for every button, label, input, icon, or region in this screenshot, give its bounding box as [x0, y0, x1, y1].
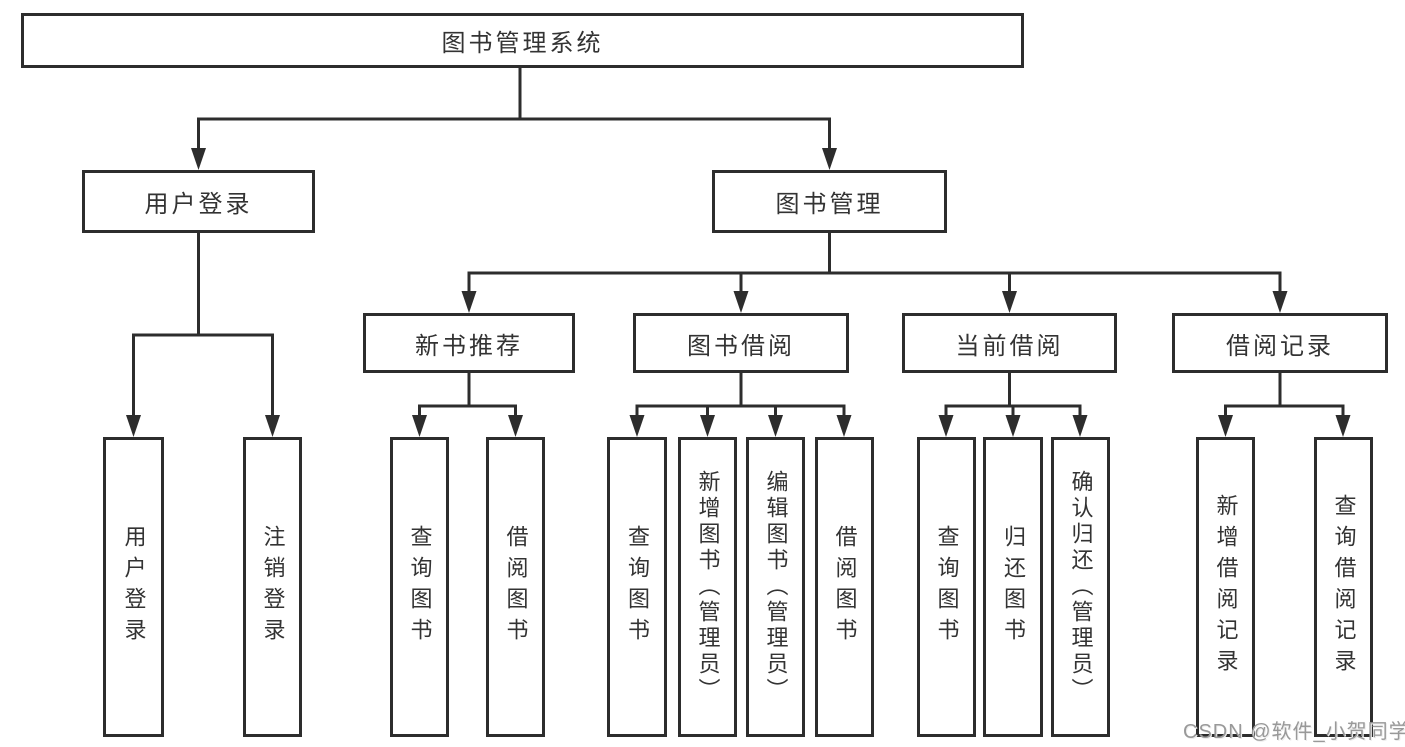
- node-book-borrowing: 图书借阅: [633, 313, 849, 373]
- node-leaf-query-books-3: 查询图书: [917, 437, 976, 737]
- node-book-management: 图书管理: [712, 170, 947, 233]
- node-leaf-confirm-return-admin: 确认归还（管理员）: [1051, 437, 1110, 737]
- node-new-book-recommend: 新书推荐: [363, 313, 575, 373]
- node-leaf-add-books-admin: 新增图书（管理员）: [678, 437, 737, 737]
- node-leaf-borrow-books-2: 借阅图书: [815, 437, 874, 737]
- node-leaf-query-books-1: 查询图书: [390, 437, 449, 737]
- node-leaf-edit-books-admin: 编辑图书（管理员）: [746, 437, 805, 737]
- node-leaf-user-login: 用户登录: [103, 437, 164, 737]
- node-current-borrowing: 当前借阅: [902, 313, 1117, 373]
- node-leaf-query-borrow-record: 查询借阅记录: [1314, 437, 1373, 737]
- node-leaf-query-books-2: 查询图书: [607, 437, 667, 737]
- node-leaf-borrow-books-1: 借阅图书: [486, 437, 545, 737]
- node-leaf-add-borrow-record: 新增借阅记录: [1196, 437, 1255, 737]
- node-user-login: 用户登录: [82, 170, 315, 233]
- node-leaf-return-books: 归还图书: [983, 437, 1043, 737]
- node-borrowing-records: 借阅记录: [1172, 313, 1388, 373]
- node-root: 图书管理系统: [21, 13, 1024, 68]
- node-leaf-logout: 注销登录: [243, 437, 302, 737]
- watermark: CSDN @软件_小贺同学: [1183, 721, 1405, 743]
